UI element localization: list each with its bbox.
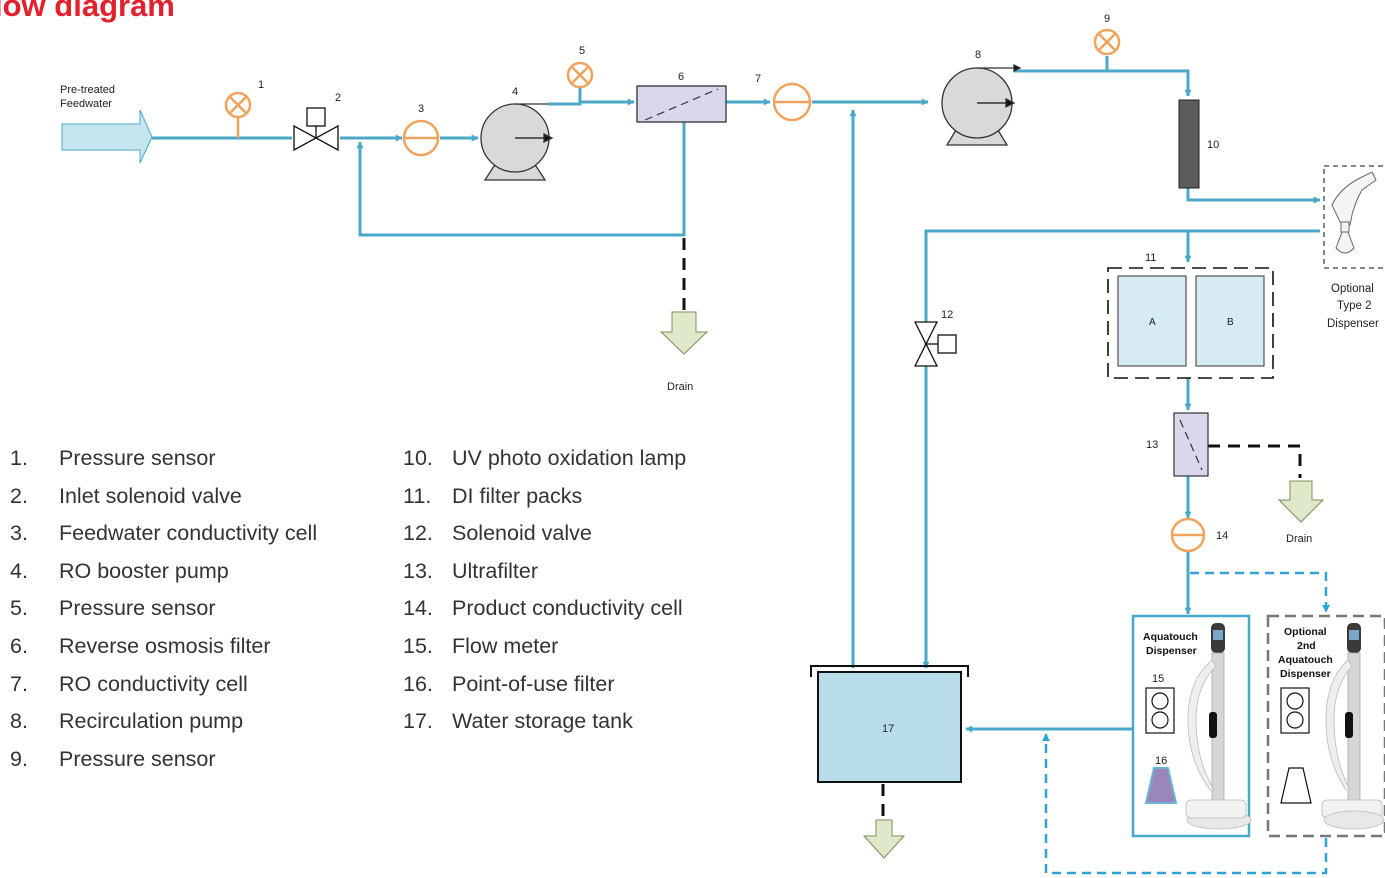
feedwater-conductivity-cell-icon [402,119,440,157]
legend-item: 16.Point-of-use filter [403,671,615,696]
component-number-10: 10 [1207,139,1219,151]
di-pack-b-label: B [1227,317,1234,328]
pressure-sensor-5-icon [566,61,594,89]
legend-item: 6.Reverse osmosis filter [10,633,271,658]
aquatouch-dispenser-icon [1185,623,1252,830]
drain-arrow-2 [1277,480,1325,523]
legend-item: 8.Recirculation pump [10,709,244,734]
component-number-14: 14 [1216,530,1228,542]
optional-second-dispenser-icon [1321,623,1385,830]
legend-list-right: 10.UV photo oxidation lamp 11.DI filter … [403,440,686,741]
legend-item: 7.RO conductivity cell [10,671,248,696]
component-number-3: 3 [418,103,424,115]
solenoid-valve-12-icon [913,321,957,367]
optional-flow-meter-icon [1280,687,1310,734]
legend-item: 3.Feedwater conductivity cell [10,521,318,546]
legend-item: 15.Flow meter [403,633,559,658]
pressure-sensor-1-icon [224,91,252,138]
ultrafilter-icon [1173,412,1209,477]
feedwater-label-line2: Feedwater [60,98,112,110]
uv-lamp-icon [1178,99,1200,189]
page-title: low diagram [0,0,175,23]
point-of-use-filter-icon [1144,767,1178,804]
type2-label-line3: Dispenser [1327,318,1379,330]
component-number-12: 12 [941,309,953,321]
type2-dispenser-icon [1323,165,1385,269]
pressure-sensor-9-icon [1093,28,1121,56]
optional-point-of-use-filter-icon [1280,767,1312,804]
component-number-4: 4 [512,86,518,98]
component-number-11: 11 [1145,252,1156,264]
legend-item: 4.RO booster pump [10,558,229,583]
legend-item: 13.Ultrafilter [403,558,539,583]
component-number-8: 8 [975,49,981,61]
feedwater-inlet-arrow [61,109,153,164]
legend-item: 14.Product conductivity cell [403,596,683,621]
aquatouch-label-line2: Dispenser [1146,645,1197,657]
drain-label-1: Drain [667,381,693,393]
type2-label-line1: Optional [1331,283,1374,295]
legend-item: 11.DI filter packs [403,483,583,508]
optional2-label-line2: 2nd [1297,640,1316,652]
legend-item: 10.UV photo oxidation lamp [403,446,687,470]
legend-item: 9.Pressure sensor [10,746,216,771]
component-number-15: 15 [1152,673,1164,685]
drain-arrow-3 [862,819,906,859]
ro-booster-pump-icon [480,103,554,181]
optional2-label-line4: Dispenser [1280,668,1331,680]
component-number-2: 2 [335,92,341,104]
optional2-label-line3: Aquatouch [1278,654,1333,666]
legend-item: 5.Pressure sensor [10,596,216,621]
water-storage-tank-icon [810,665,969,783]
pipework [152,56,1321,733]
optional-flow-dashed-lines [1042,571,1330,875]
legend-item: 1.Pressure sensor [10,446,216,470]
inlet-solenoid-valve-icon [293,107,339,152]
feedwater-label-line1: Pre-treated [60,84,115,96]
optional2-label-line1: Optional [1284,626,1327,638]
component-number-9: 9 [1104,13,1110,25]
component-number-13: 13 [1146,439,1158,451]
flow-meter-icon [1145,687,1175,734]
recirculation-pump-icon [941,63,1022,146]
type2-label-line2: Type 2 [1337,300,1372,312]
di-pack-a-label: A [1149,317,1156,328]
component-number-7: 7 [755,73,761,85]
drain-label-2: Drain [1286,533,1312,545]
legend-item: 12.Solenoid valve [403,521,592,546]
drain-dashed-lines [682,238,1302,818]
component-number-5: 5 [579,45,585,57]
ro-conductivity-cell-icon [772,82,812,122]
legend-item: 2.Inlet solenoid valve [10,483,242,508]
component-number-17: 17 [882,723,894,735]
product-conductivity-cell-icon [1170,517,1206,553]
component-number-1: 1 [258,79,264,91]
component-number-16: 16 [1155,755,1167,767]
legend-list-left: 1.Pressure sensor 2.Inlet solenoid valve… [10,440,317,778]
drain-arrow-1 [659,311,709,355]
component-number-6: 6 [678,71,684,83]
reverse-osmosis-filter-icon [636,85,727,123]
legend-item: 17.Water storage tank [403,709,633,734]
aquatouch-label-line1: Aquatouch [1143,631,1198,643]
di-filter-packs-icon [1107,267,1274,379]
